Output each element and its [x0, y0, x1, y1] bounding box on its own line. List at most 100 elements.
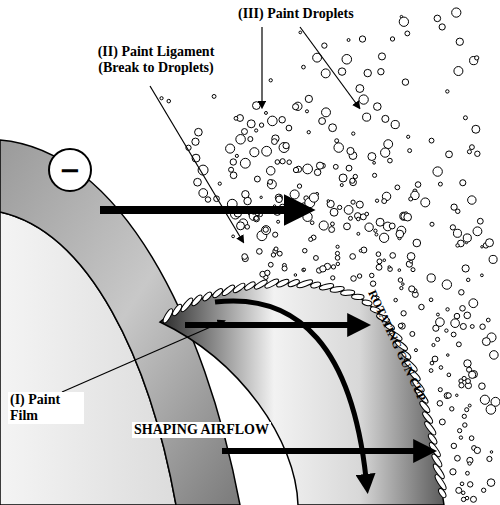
paint-droplet: [334, 143, 344, 153]
paint-ligaments: [162, 278, 448, 499]
paint-droplet: [309, 193, 318, 202]
paint-droplet: [329, 124, 337, 132]
paint-droplet: [463, 423, 467, 427]
paint-droplet: [399, 323, 405, 329]
paint-droplet: [321, 69, 330, 78]
paint-droplet: [351, 276, 357, 282]
paint-ligament: [352, 294, 365, 299]
paint-droplet: [415, 182, 421, 188]
paint-droplet: [437, 401, 442, 406]
paint-droplet: [446, 308, 449, 311]
paint-droplet: [468, 196, 476, 204]
paint-droplet: [259, 123, 263, 127]
paint-droplet: [373, 173, 377, 177]
paint-droplet: [398, 269, 401, 272]
paint-droplet: [264, 111, 267, 114]
paint-droplet: [456, 342, 461, 347]
paint-droplet: [475, 56, 479, 60]
paint-droplet: [404, 213, 412, 221]
paint-droplet: [268, 180, 273, 185]
paint-droplet: [439, 24, 445, 30]
paint-droplet: [452, 8, 461, 17]
paint-droplet: [305, 95, 312, 102]
paint-droplet: [365, 212, 369, 216]
paint-droplet: [240, 158, 250, 168]
paint-droplet: [390, 253, 396, 259]
paint-droplet: [375, 233, 378, 236]
paint-droplet: [436, 313, 439, 316]
paint-droplet: [335, 256, 340, 261]
paint-droplet: [194, 178, 202, 186]
paint-droplet: [407, 135, 410, 138]
paint-droplet: [303, 212, 312, 221]
paint-droplet: [461, 497, 465, 501]
paint-droplet: [447, 354, 450, 357]
paint-droplet: [336, 262, 339, 265]
paint-droplet: [456, 394, 458, 396]
paint-droplet: [459, 383, 464, 388]
paint-droplet: [368, 153, 376, 161]
paint-droplet: [456, 209, 460, 213]
paint-droplet: [430, 222, 434, 226]
paint-droplet: [413, 239, 421, 247]
paint-droplet: [432, 356, 438, 362]
paint-droplet: [383, 259, 386, 262]
airflow-arrow: [222, 448, 418, 454]
paint-droplet: [451, 443, 456, 448]
paint-droplet: [480, 395, 489, 404]
paint-droplet: [276, 196, 283, 203]
paint-droplet: [473, 227, 482, 236]
paint-droplet: [287, 160, 292, 165]
paint-droplet: [468, 462, 471, 465]
paint-droplet: [263, 227, 268, 232]
paint-droplet: [352, 132, 355, 135]
paint-droplet: [481, 246, 483, 248]
paint-droplet: [338, 68, 345, 75]
paint-droplet: [247, 120, 255, 128]
paint-droplet: [450, 407, 454, 411]
paint-droplet: [460, 323, 466, 329]
paint-droplet: [454, 67, 463, 76]
paint-droplet: [450, 469, 456, 475]
paint-droplet: [303, 164, 313, 174]
paint-droplet: [327, 200, 330, 203]
paint-droplet: [195, 128, 203, 136]
paint-ligament: [232, 282, 246, 294]
paint-droplet: [347, 147, 354, 154]
paint-droplet: [460, 180, 466, 186]
paint-droplet: [342, 54, 352, 64]
paint-droplet: [277, 220, 280, 223]
paint-droplet: [390, 37, 394, 41]
paint-droplet: [333, 164, 338, 169]
leader-line: [150, 86, 242, 240]
paint-droplet: [309, 237, 313, 241]
paint-droplet: [454, 313, 460, 319]
paint-droplet: [456, 244, 459, 247]
paint-droplet: [430, 361, 434, 365]
paint-droplet: [310, 221, 314, 225]
paint-droplet: [357, 232, 360, 235]
paint-droplet: [481, 488, 485, 492]
paint-droplet: [466, 379, 471, 384]
paint-droplet: [389, 223, 395, 229]
paint-droplet: [370, 273, 374, 277]
paint-droplet: [359, 249, 362, 252]
paint-droplet: [167, 99, 171, 103]
paint-droplet: [268, 262, 273, 267]
paint-droplet: [490, 351, 499, 360]
paint-droplet: [411, 268, 415, 272]
paint-droplet: [282, 266, 287, 271]
paint-droplet: [232, 235, 235, 238]
paint-droplet: [335, 251, 339, 255]
paint-droplet: [409, 197, 413, 201]
paint-droplet: [314, 256, 319, 261]
paint-droplet: [381, 148, 390, 157]
paint-droplet: [433, 167, 442, 176]
paint-ligament: [437, 487, 447, 499]
paint-droplet: [267, 180, 276, 189]
paint-droplet: [302, 268, 305, 271]
paint-droplet: [402, 79, 408, 85]
paint-droplet: [349, 216, 353, 220]
paint-droplet: [446, 151, 453, 158]
paint-droplet: [464, 312, 471, 319]
